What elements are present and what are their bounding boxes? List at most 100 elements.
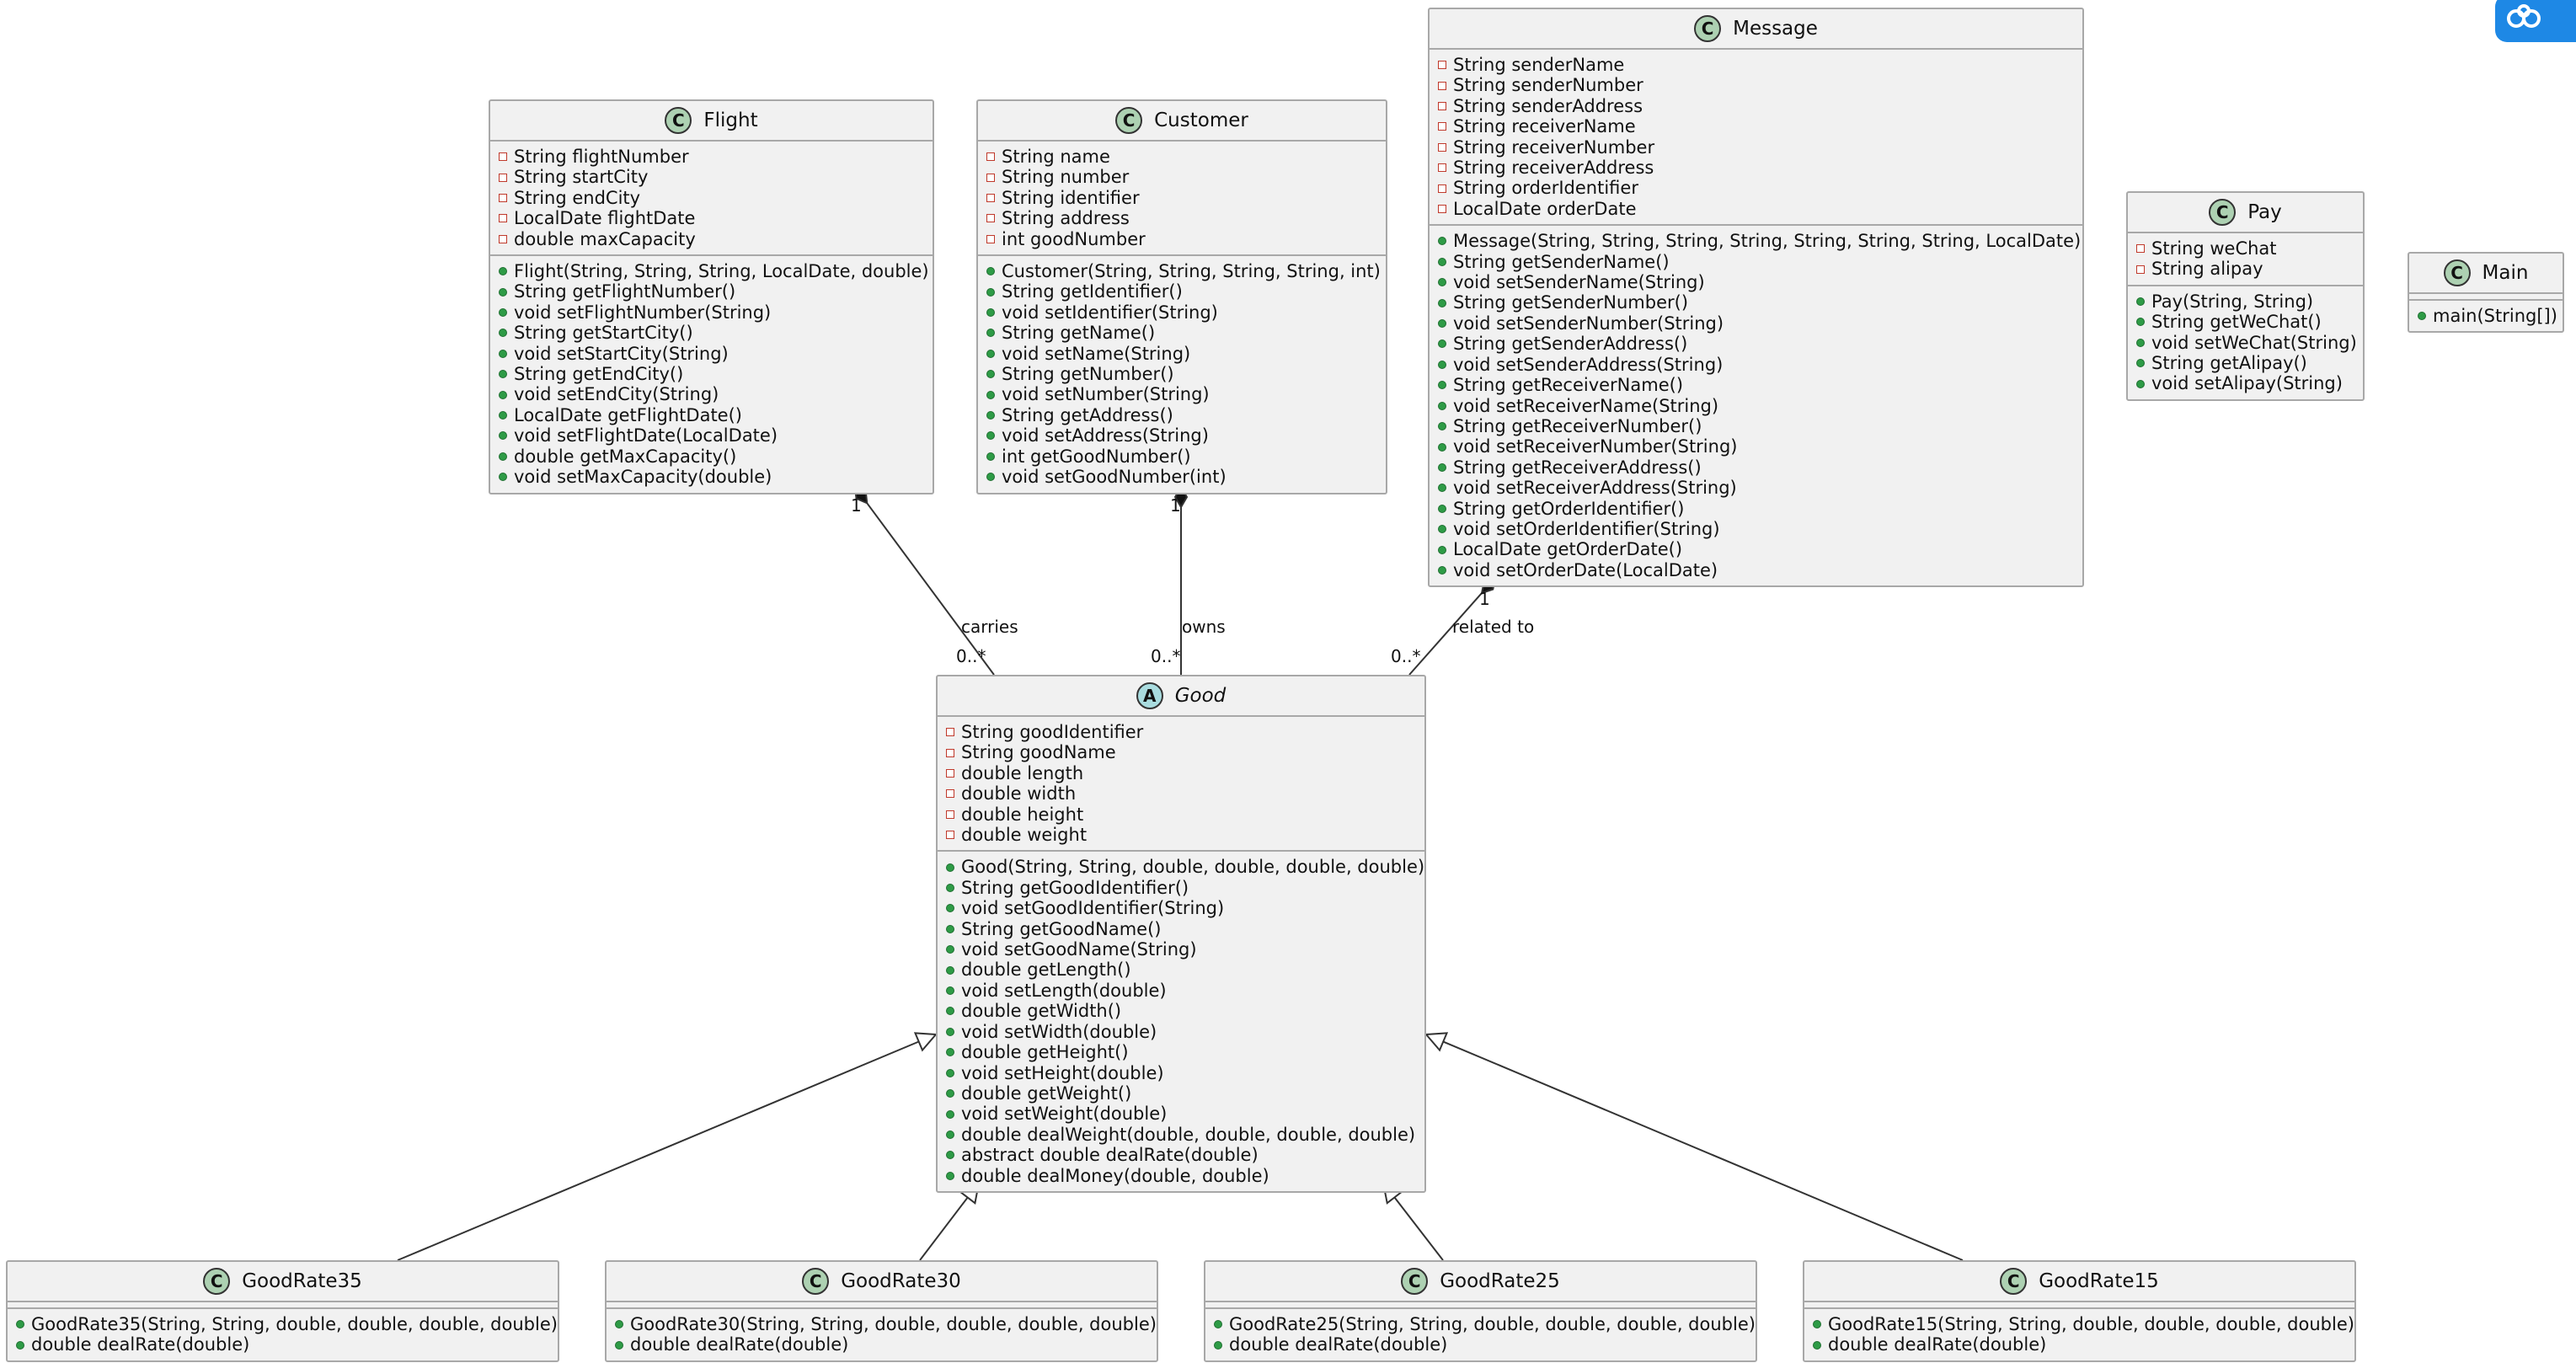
method-row: void setEndCity(String)	[499, 384, 924, 404]
abstract-class-icon: A	[1136, 682, 1163, 709]
public-visibility-icon	[986, 370, 995, 379]
method-text: GoodRate35(String, String, double, doubl…	[31, 1314, 558, 1334]
method-text: GoodRate25(String, String, double, doubl…	[1229, 1314, 1756, 1334]
public-visibility-icon	[986, 390, 995, 399]
public-visibility-icon	[1438, 319, 1446, 329]
field-row: String number	[986, 167, 1377, 187]
floating-widget-button[interactable]	[2495, 0, 2576, 42]
private-visibility-icon	[946, 831, 954, 840]
field-text: String flightNumber	[514, 147, 689, 167]
public-visibility-icon	[499, 370, 507, 379]
method-row: LocalDate getOrderDate()	[1438, 539, 2074, 559]
method-text: int getGoodNumber()	[1002, 446, 1191, 467]
method-text: double getMaxCapacity()	[514, 446, 737, 467]
public-visibility-icon	[1438, 442, 1446, 452]
class-name: Flight	[703, 110, 758, 131]
method-row: double getWeight()	[946, 1083, 1416, 1104]
public-visibility-icon	[946, 965, 954, 975]
method-row: void setWeChat(String)	[2136, 333, 2357, 353]
public-visibility-icon	[1438, 237, 1446, 246]
method-row: void setLength(double)	[946, 981, 1416, 1001]
fields-section	[607, 1301, 1157, 1307]
field-text: String goodName	[961, 742, 1116, 763]
method-text: void setAlipay(String)	[2151, 373, 2343, 394]
assoc-from-mult-customer: 1	[1170, 495, 1181, 516]
field-text: String receiverNumber	[1453, 136, 1655, 158]
method-row: GoodRate15(String, String, double, doubl…	[1813, 1314, 2354, 1334]
public-visibility-icon	[1438, 545, 1446, 554]
method-row: double getMaxCapacity()	[499, 446, 924, 467]
public-visibility-icon	[946, 1171, 954, 1180]
method-text: double dealRate(double)	[1828, 1334, 2047, 1355]
field-row: String receiverNumber	[1438, 137, 2074, 158]
method-row: void setAddress(String)	[986, 425, 1377, 446]
private-visibility-icon	[2136, 265, 2145, 274]
method-row: void setReceiverAddress(String)	[1438, 478, 2074, 498]
public-visibility-icon	[946, 1109, 954, 1119]
public-visibility-icon	[2136, 379, 2145, 388]
method-text: void setFlightDate(LocalDate)	[514, 425, 778, 446]
method-text: Message(String, String, String, String, …	[1453, 231, 2082, 252]
link-icon	[2507, 4, 2541, 28]
method-text: double dealRate(double)	[630, 1334, 849, 1355]
method-text: GoodRate30(String, String, double, doubl…	[630, 1314, 1157, 1334]
class-name: Good	[1174, 685, 1227, 707]
method-text: void setHeight(double)	[961, 1062, 1164, 1083]
field-row: String alipay	[2136, 259, 2354, 279]
private-visibility-icon	[986, 234, 995, 243]
private-visibility-icon	[1438, 81, 1446, 90]
field-row: String receiverAddress	[1438, 158, 2074, 178]
method-text: String getFlightNumber()	[514, 281, 736, 302]
method-row: void setSenderAddress(String)	[1438, 355, 2074, 375]
public-visibility-icon	[499, 308, 507, 318]
inheritance-arrow-icon	[1424, 1032, 1449, 1052]
private-visibility-icon	[499, 194, 507, 203]
method-row: String getNumber()	[986, 364, 1377, 384]
field-text: double width	[961, 783, 1077, 804]
method-row: void setReceiverNumber(String)	[1438, 436, 2074, 457]
method-text: double dealMoney(double, double)	[961, 1165, 1269, 1186]
public-visibility-icon	[986, 267, 995, 276]
method-text: void setEndCity(String)	[514, 384, 719, 405]
public-visibility-icon	[499, 349, 507, 358]
generalization-edge-goodrate25	[1393, 1196, 1444, 1261]
method-row: void setWeight(double)	[946, 1104, 1416, 1124]
public-visibility-icon	[499, 431, 507, 441]
field-text: String orderIdentifier	[1453, 178, 1638, 199]
method-text: LocalDate getFlightDate()	[514, 404, 742, 425]
public-visibility-icon	[2418, 312, 2426, 321]
field-row: double height	[946, 804, 1416, 825]
method-text: String getName()	[1002, 323, 1156, 344]
public-visibility-icon	[499, 452, 507, 461]
method-text: String getReceiverAddress()	[1453, 457, 1702, 478]
method-text: void setReceiverAddress(String)	[1453, 478, 1737, 499]
class-icon: C	[665, 107, 692, 134]
private-visibility-icon	[1438, 102, 1446, 111]
field-row: LocalDate flightDate	[499, 208, 924, 228]
public-visibility-icon	[1438, 525, 1446, 534]
field-text: String weChat	[2151, 238, 2277, 259]
method-text: void setWeight(double)	[961, 1104, 1168, 1125]
method-text: main(String[])	[2433, 306, 2557, 326]
field-text: String alipay	[2151, 259, 2263, 280]
method-text: double getWeight()	[961, 1082, 1132, 1104]
field-text: String identifier	[1002, 187, 1140, 208]
public-visibility-icon	[946, 1048, 954, 1057]
method-text: void setGoodNumber(int)	[1002, 467, 1227, 488]
method-text: String getStartCity()	[514, 323, 693, 344]
private-visibility-icon	[986, 173, 995, 182]
method-row: String getOrderIdentifier()	[1438, 499, 2074, 519]
